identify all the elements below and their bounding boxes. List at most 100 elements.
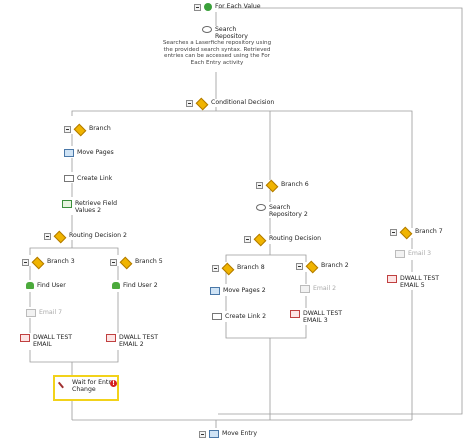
node-label: Email 3 bbox=[408, 250, 432, 257]
link-icon bbox=[64, 175, 74, 182]
move-entry-node[interactable]: Move Entry bbox=[199, 430, 257, 438]
email-icon bbox=[387, 275, 397, 283]
dwall-test-email-3-node[interactable]: DWALL TEST EMAIL 3 bbox=[290, 310, 342, 324]
search-repository-2-node[interactable]: Search Repository 2 bbox=[256, 204, 308, 218]
collapse-toggle-icon[interactable] bbox=[22, 259, 29, 266]
collapse-toggle-icon[interactable] bbox=[186, 100, 193, 107]
branch-diamond-icon bbox=[305, 260, 319, 274]
node-label: DWALL TEST EMAIL 3 bbox=[303, 310, 343, 324]
email-icon bbox=[290, 310, 300, 318]
branch-diamond-icon bbox=[399, 226, 413, 240]
node-label: Branch 3 bbox=[47, 258, 75, 265]
node-label: Branch 7 bbox=[415, 228, 443, 235]
collapse-toggle-icon[interactable] bbox=[194, 4, 201, 11]
pages-icon bbox=[64, 149, 74, 157]
email-icon bbox=[395, 250, 405, 258]
node-label: Create Link bbox=[77, 175, 113, 182]
decision-diamond-icon bbox=[53, 230, 67, 244]
conditional-decision-node[interactable]: Conditional Decision bbox=[186, 97, 275, 111]
collapse-toggle-icon[interactable] bbox=[199, 431, 206, 438]
routing-decision-2-node[interactable]: Routing Decision 2 bbox=[44, 230, 127, 244]
branch-diamond-icon bbox=[119, 256, 133, 270]
error-icon[interactable]: ! bbox=[110, 380, 117, 387]
dwall-test-email-5-node[interactable]: DWALL TEST EMAIL 5 bbox=[387, 275, 439, 289]
decision-diamond-icon bbox=[195, 97, 209, 111]
branch-8-node[interactable]: Branch 8 bbox=[212, 262, 265, 276]
node-label: Find User 2 bbox=[123, 282, 158, 289]
node-label: Search Repository bbox=[215, 26, 248, 40]
node-label: For Each Value bbox=[215, 3, 261, 10]
email-2-node[interactable]: Email 2 bbox=[300, 285, 336, 293]
node-label: Find User bbox=[37, 282, 66, 289]
node-label: Email 2 bbox=[313, 285, 337, 292]
dwall-test-email-2-node[interactable]: DWALL TEST EMAIL 2 bbox=[106, 334, 158, 348]
node-label: Move Entry bbox=[222, 430, 258, 437]
create-link-2-node[interactable]: Create Link 2 bbox=[212, 313, 266, 320]
create-link-node[interactable]: Create Link bbox=[64, 175, 112, 182]
search-repository-description: Searches a Laserfiche repository using t… bbox=[162, 40, 272, 66]
node-label: DWALL TEST EMAIL bbox=[33, 334, 73, 348]
collapse-toggle-icon[interactable] bbox=[212, 265, 219, 272]
routing-decision-node[interactable]: Routing Decision bbox=[244, 233, 322, 247]
collapse-toggle-icon[interactable] bbox=[110, 259, 117, 266]
node-label: Email 7 bbox=[39, 309, 63, 316]
collapse-toggle-icon[interactable] bbox=[244, 236, 251, 243]
for-each-value-node[interactable]: For Each Value bbox=[194, 3, 261, 11]
node-label: Branch 5 bbox=[135, 258, 163, 265]
node-label: Branch 8 bbox=[237, 264, 265, 271]
branch-diamond-icon bbox=[221, 262, 235, 276]
decision-diamond-icon bbox=[253, 233, 267, 247]
node-label: Search Repository 2 bbox=[269, 204, 308, 218]
collapse-toggle-icon[interactable] bbox=[44, 233, 51, 240]
retrieve-field-values-2-node[interactable]: Retrieve Field Values 2 bbox=[62, 200, 117, 214]
branch-6-node[interactable]: Branch 6 bbox=[256, 179, 309, 193]
magnifier-icon bbox=[202, 26, 212, 33]
collapse-toggle-icon[interactable] bbox=[296, 263, 303, 270]
link-icon bbox=[212, 313, 222, 320]
move-pages-node[interactable]: Move Pages bbox=[64, 149, 114, 157]
node-label: Wait for Entry Change bbox=[72, 379, 115, 393]
branch-node[interactable]: Branch bbox=[64, 123, 111, 137]
email-icon bbox=[300, 285, 310, 293]
node-label: Move Pages bbox=[77, 149, 114, 156]
collapse-toggle-icon[interactable] bbox=[390, 229, 397, 236]
branch-diamond-icon bbox=[31, 256, 45, 270]
branch-diamond-icon bbox=[265, 179, 279, 193]
email-icon bbox=[106, 334, 116, 342]
branch-3-node[interactable]: Branch 3 bbox=[22, 256, 75, 270]
search-repository-node[interactable]: Search Repository bbox=[202, 26, 248, 40]
email-icon bbox=[20, 334, 30, 342]
email-icon bbox=[26, 309, 36, 317]
find-user-2-node[interactable]: Find User 2 bbox=[112, 282, 158, 289]
node-label: DWALL TEST EMAIL 5 bbox=[400, 275, 440, 289]
node-label: Create Link 2 bbox=[225, 313, 267, 320]
wait-for-entry-change-highlight[interactable] bbox=[53, 375, 119, 401]
move-pages-2-node[interactable]: Move Pages 2 bbox=[210, 287, 266, 295]
node-label: Routing Decision bbox=[269, 235, 322, 242]
wait-pen-icon bbox=[57, 376, 71, 389]
collapse-toggle-icon[interactable] bbox=[256, 182, 263, 189]
node-label: Branch bbox=[89, 125, 111, 132]
loop-arrow-icon bbox=[204, 3, 212, 11]
email-3-node[interactable]: Email 3 bbox=[395, 250, 431, 258]
node-label: Conditional Decision bbox=[211, 99, 275, 106]
branch-7-node[interactable]: Branch 7 bbox=[390, 226, 443, 240]
branch-5-node[interactable]: Branch 5 bbox=[110, 256, 163, 270]
node-label: Routing Decision 2 bbox=[69, 232, 127, 239]
find-user-node[interactable]: Find User bbox=[26, 282, 66, 289]
node-label: Retrieve Field Values 2 bbox=[75, 200, 118, 214]
node-label: Move Pages 2 bbox=[223, 287, 266, 294]
magnifier-icon bbox=[256, 204, 266, 211]
node-label: DWALL TEST EMAIL 2 bbox=[119, 334, 159, 348]
fields-icon bbox=[62, 200, 72, 208]
node-label: Branch 2 bbox=[321, 262, 349, 269]
user-icon bbox=[112, 282, 120, 289]
email-7-node[interactable]: Email 7 bbox=[26, 309, 62, 317]
dwall-test-email-node[interactable]: DWALL TEST EMAIL bbox=[20, 334, 72, 348]
node-label: Branch 6 bbox=[281, 181, 309, 188]
wait-for-entry-change-node[interactable]: Wait for Entry Change bbox=[57, 376, 115, 393]
user-icon bbox=[26, 282, 34, 289]
collapse-toggle-icon[interactable] bbox=[64, 126, 71, 133]
branch-2-node[interactable]: Branch 2 bbox=[296, 260, 349, 274]
